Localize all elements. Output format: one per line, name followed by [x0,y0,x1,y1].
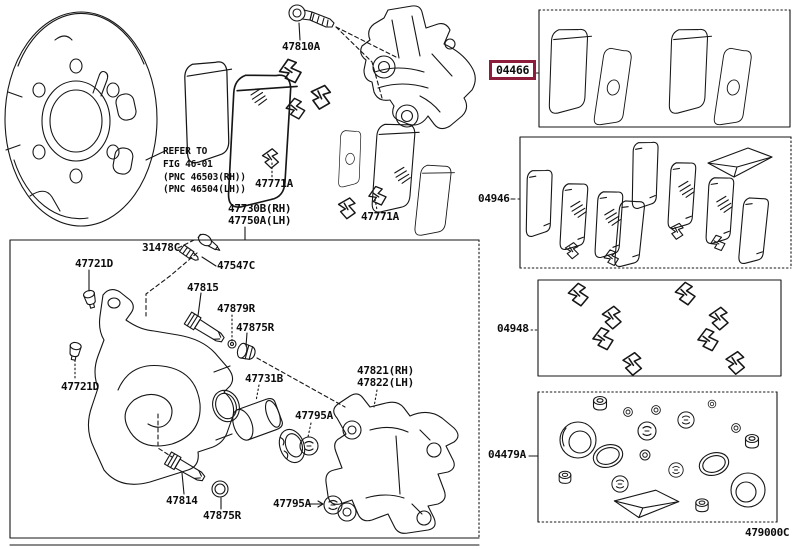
refer-note: REFER TO FIG 46-01 (PNC 46503(RH)) (PNC … [163,146,246,197]
caliper-assembly-drawing [360,5,476,130]
callout-pad-clip-right: 47771A [361,210,399,223]
callout-bleeder-cap-lower: 47721D [61,380,99,393]
callout-cylinder-assy-rh: 47730B(RH) [228,202,292,215]
callout-pin-washer: 47879R [217,302,255,315]
callout-mounting-bracket-lh: 47822(LH) [357,376,414,389]
mounting-bracket-drawing [325,393,459,534]
callout-pad-clip-left: 47771A [255,177,293,190]
kit-callout-fitting-kit: 04948 [497,322,529,335]
callout-bleeder-cap-upper: 47721D [75,257,113,270]
bolt-alignment-line [335,26,383,99]
callout-bleeder-tube: 31478C [142,241,180,254]
slide-pin-parts-drawing [157,311,346,498]
backing-plate-drawing [4,11,166,227]
callout-slide-pin-lower: 47814 [166,494,198,507]
cylinder-kit-box [537,391,778,523]
callout-set-ring-upper: 47795A [295,409,333,422]
callout-union-bolt: 47810A [282,40,320,53]
callout-set-ring-lower: 47795A [273,497,311,510]
callout-bleeder-plug: 47547C [217,259,255,272]
callout-slide-pin-upper: 47815 [187,281,219,294]
callout-slide-bushing-lower: 47875R [203,509,241,522]
callout-mounting-bracket-rh: 47821(RH) [357,364,414,377]
refer-note-line1: REFER TO [163,146,208,157]
kit-callout-cylinder-kit: 04479A [488,448,526,461]
refer-note-line2: FIG 46-01 [163,158,213,170]
figure-code: 479000C [745,526,790,539]
pad-kit-box [538,9,791,131]
shim-kit-box [518,136,792,271]
kit-callout-shim-kit: 04946 [478,192,510,205]
union-bolt-drawing [288,4,335,41]
callout-piston: 47731B [245,372,283,385]
refer-note-line3: (PNC 46503(RH)) [163,171,246,183]
piston-and-seals-drawing [212,389,343,515]
callout-cylinder-assy-lh: 47750A(LH) [228,214,292,227]
fitting-kit-box [537,279,782,378]
caliper-housing-drawing [87,289,235,485]
callout-slide-bushing-upper: 47875R [236,321,274,334]
cylinder-components-box [9,239,480,546]
bleeder-parts-drawing [67,233,221,362]
refer-note-line4: (PNC 46504(LH)) [163,184,246,196]
selected-part-badge[interactable]: 04466 [489,60,537,80]
